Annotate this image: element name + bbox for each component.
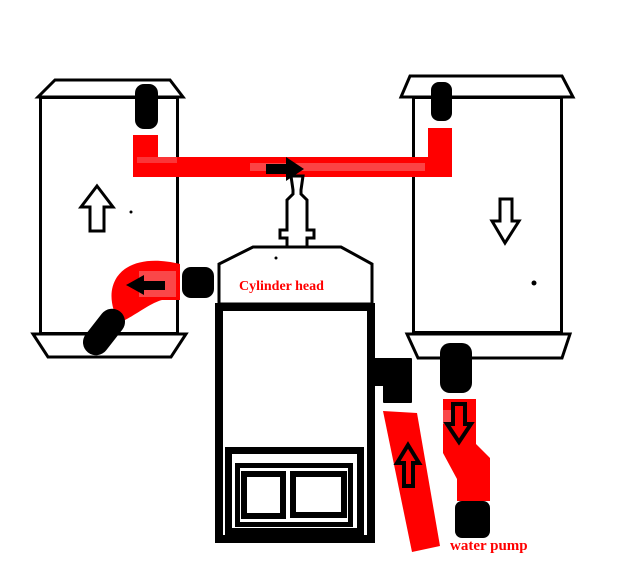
right-tank-bottom-cap <box>404 332 573 360</box>
right-radiator-tank <box>398 74 576 360</box>
left-tank-bottom-connector <box>82 308 126 356</box>
left-tank-top-cap <box>34 78 187 99</box>
cylinder-head-speck <box>274 256 278 260</box>
engine-window-left <box>241 471 286 519</box>
left-tank-speck <box>129 210 133 214</box>
head-outlet-connector <box>182 267 214 298</box>
top-hose-highlight <box>250 163 425 171</box>
engine-window-right <box>290 471 347 518</box>
left-flow-arrow-icon <box>126 275 165 295</box>
right-tank-top-cap <box>398 74 576 99</box>
engine-outlet-connector <box>368 358 412 403</box>
inlet-pipe-highlight <box>443 410 452 424</box>
cylinder-head-housing <box>217 245 374 306</box>
engine-outlet-pipe <box>368 358 440 552</box>
cylinder-head-label: Cylinder head <box>239 279 324 294</box>
thermostat-outlet <box>278 174 316 250</box>
water-pump-label: water pump <box>450 538 528 554</box>
right-tank-speck <box>531 280 537 286</box>
right-tank-bottom-connector <box>440 343 472 393</box>
left-return-hose <box>82 260 214 356</box>
pump-inlet-pipe <box>440 343 490 538</box>
water-pump-block <box>455 501 490 538</box>
top-crossover-hose <box>133 128 452 181</box>
right-tank-top-connector <box>431 82 452 121</box>
cylinder-head <box>217 245 374 306</box>
left-tank-top-connector <box>135 84 158 129</box>
down-flow-arrow-icon <box>489 197 522 246</box>
engine-block <box>215 303 375 543</box>
top-hose-highlight-2 <box>137 157 177 163</box>
down-flow-arrow-outline-icon <box>443 402 475 446</box>
up-flow-arrow-icon <box>77 183 117 233</box>
up-flow-arrow-outline-icon <box>393 441 423 488</box>
